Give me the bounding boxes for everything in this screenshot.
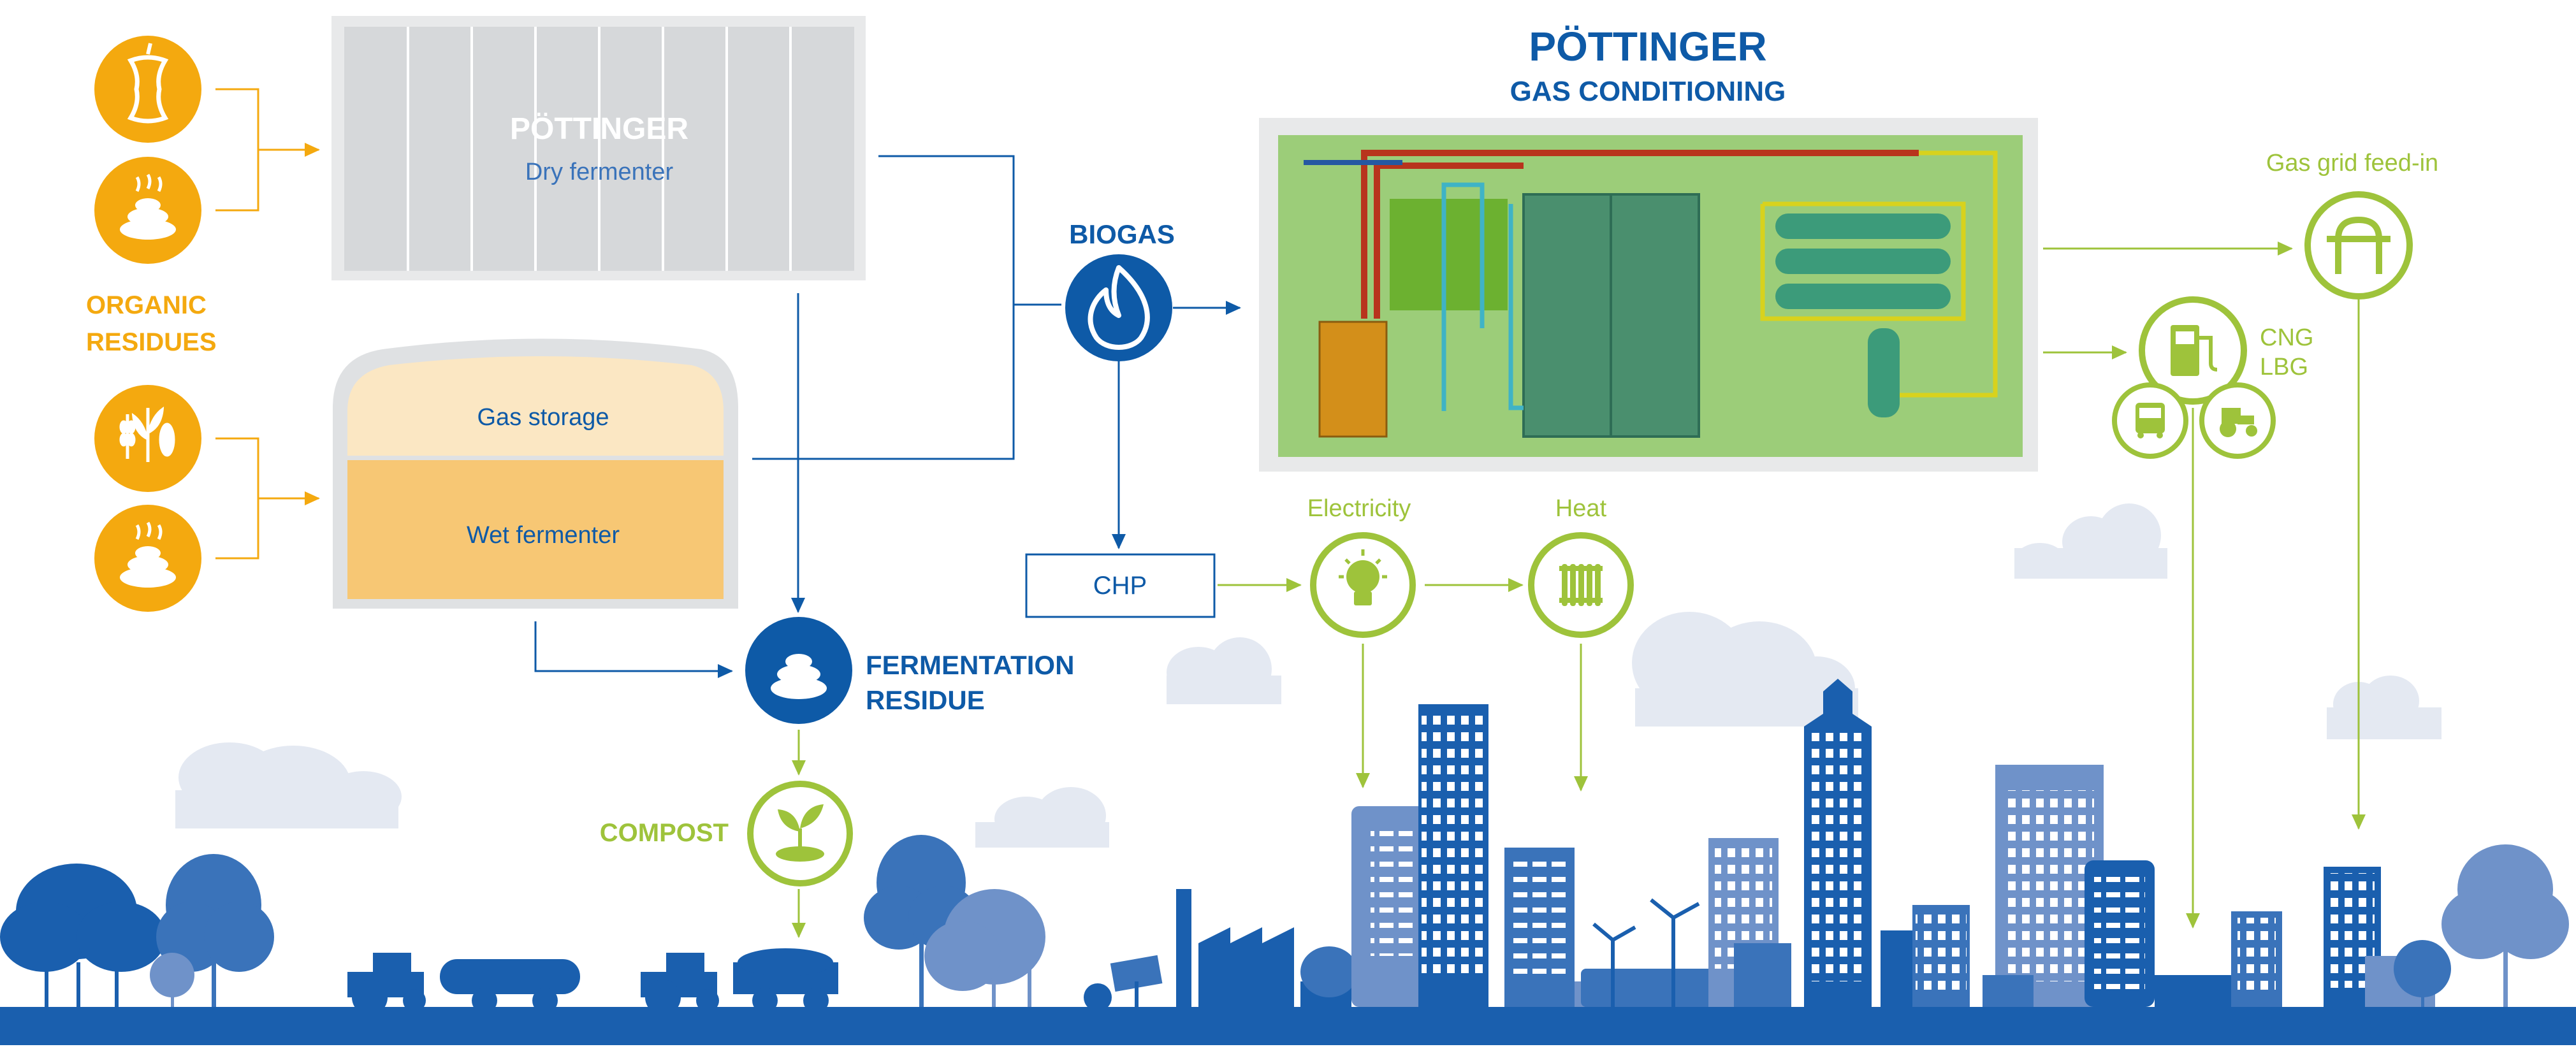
cng-node bbox=[2139, 296, 2247, 405]
input-connectors bbox=[215, 88, 320, 560]
electricity-label: Electricity bbox=[1307, 495, 1411, 522]
gas-conditioning-subtitle: GAS CONDITIONING bbox=[1510, 76, 1786, 107]
flame-icon bbox=[1088, 265, 1150, 350]
gas-grid-icon bbox=[2327, 216, 2390, 274]
cloud bbox=[175, 742, 402, 828]
fermentation-residue-label-2: RESIDUE bbox=[866, 685, 985, 715]
bus-node bbox=[2112, 382, 2188, 459]
electricity-node bbox=[1310, 532, 1416, 638]
tractor-with-trailer bbox=[641, 948, 838, 1015]
tractor-with-tank bbox=[347, 953, 580, 1015]
lightbulb-icon bbox=[1339, 549, 1387, 605]
cloud bbox=[1167, 637, 1281, 704]
dry-fermenter-label: Dry fermenter bbox=[525, 159, 674, 185]
input-manure-1 bbox=[94, 157, 201, 264]
organic-residues-label-2: RESIDUES bbox=[86, 328, 217, 356]
compost-label: COMPOST bbox=[600, 819, 729, 847]
gas-storage-label: Gas storage bbox=[477, 404, 609, 431]
energy-lines bbox=[1218, 578, 1588, 792]
ground bbox=[0, 1007, 2576, 1045]
input-manure-2 bbox=[94, 505, 201, 612]
trees-left bbox=[0, 854, 274, 1007]
sprout-icon bbox=[776, 804, 824, 862]
gas-conditioning-unit bbox=[1259, 118, 2038, 472]
landscape bbox=[0, 679, 2576, 1045]
gas-output-lines bbox=[2043, 242, 2366, 929]
gas-conditioning-brand: PÖTTINGER bbox=[1529, 24, 1766, 69]
clouds bbox=[175, 503, 2441, 848]
chp-label: CHP bbox=[1093, 572, 1147, 600]
organic-residues-label-1: ORGANIC bbox=[86, 291, 207, 319]
crops-icon bbox=[119, 407, 175, 462]
heat-label: Heat bbox=[1555, 495, 1607, 522]
wet-fermenter-label: Wet fermenter bbox=[467, 522, 620, 549]
lbg-label: LBG bbox=[2260, 354, 2308, 380]
dry-fermenter-brand: PÖTTINGER bbox=[510, 112, 688, 146]
biogas-label: BIOGAS bbox=[1069, 219, 1175, 249]
biogas-flow-lines bbox=[534, 155, 1241, 678]
gas-grid-label: Gas grid feed-in bbox=[2266, 150, 2438, 177]
cloud bbox=[1632, 612, 1858, 727]
input-crops bbox=[94, 385, 201, 492]
gas-grid-node bbox=[2304, 191, 2413, 300]
biogas-node bbox=[1065, 254, 1172, 361]
cloud bbox=[2014, 503, 2167, 579]
manure-icon bbox=[771, 654, 827, 699]
wind-turbines bbox=[1592, 898, 1700, 1007]
factory bbox=[1084, 889, 1294, 1011]
trees-middle bbox=[864, 835, 1045, 1007]
apple-core-icon bbox=[127, 55, 169, 124]
chp-node: CHP bbox=[1025, 553, 1216, 618]
heat-node bbox=[1528, 532, 1634, 638]
manure-icon bbox=[120, 521, 176, 588]
dry-fermenter: PÖTTINGER Dry fermenter bbox=[331, 16, 866, 280]
radiator-icon bbox=[1559, 564, 1603, 606]
input-apple-core bbox=[94, 36, 201, 143]
city bbox=[1300, 679, 2569, 1007]
compost-node bbox=[747, 781, 853, 886]
fermentation-residue-node bbox=[745, 617, 852, 724]
cloud bbox=[975, 787, 1109, 848]
wet-fermenter: Gas storage Wet fermenter bbox=[333, 338, 738, 609]
fermentation-residue-label-1: FERMENTATION bbox=[866, 650, 1074, 680]
bus-icon bbox=[2136, 403, 2165, 438]
tractor-icon bbox=[2220, 408, 2257, 437]
manure-icon bbox=[120, 173, 176, 240]
fuel-pump-icon bbox=[2171, 325, 2218, 376]
cng-label: CNG bbox=[2260, 324, 2313, 351]
cloud bbox=[2327, 676, 2441, 739]
tractor-node bbox=[2199, 382, 2276, 459]
